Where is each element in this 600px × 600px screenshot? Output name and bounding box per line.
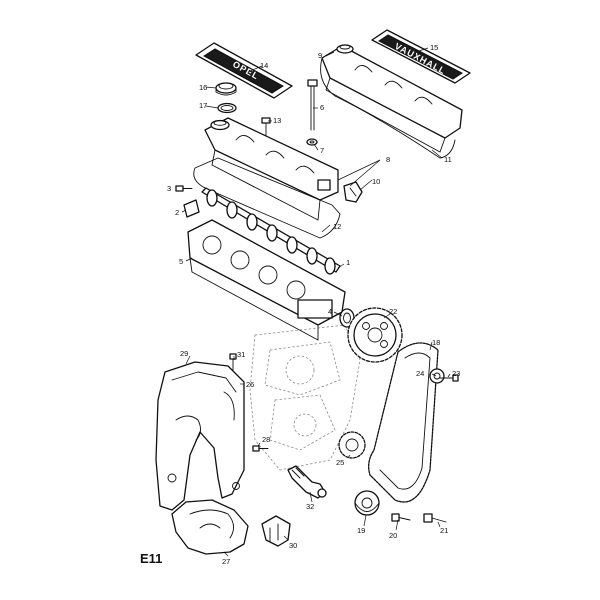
callout-22: 22	[389, 307, 397, 316]
bolt-31	[229, 353, 237, 371]
lower-timing-cover	[171, 499, 249, 555]
rear-camshaft-cover	[320, 44, 463, 159]
engine-block-ghost	[249, 324, 361, 471]
callout-20: 20	[389, 531, 397, 540]
callout-29: 29	[180, 349, 188, 358]
callout-13: 13	[273, 116, 281, 125]
callout-1: 1	[346, 258, 350, 267]
water-pump-32	[287, 465, 327, 499]
camshaft-cover	[204, 117, 339, 221]
callout-5: 5	[179, 257, 183, 266]
bolt-3	[175, 185, 193, 192]
callout-17: 17	[199, 101, 207, 110]
callout-24: 24	[416, 369, 424, 378]
timing-belt	[368, 342, 439, 503]
callout-27: 27	[222, 557, 230, 566]
callout-14: 14	[260, 61, 268, 70]
callout-21: 21	[440, 526, 448, 535]
leader-lines	[181, 47, 451, 557]
rear-timing-cover	[155, 361, 245, 511]
bolt-21	[423, 513, 447, 523]
callouts: 14 15 16 17 9 6 7 13 8 10 11 12 3 2 5 1 …	[167, 43, 460, 566]
callout-25: 25	[336, 458, 344, 467]
washer-7	[306, 138, 318, 146]
figure-code: E11	[140, 551, 162, 566]
callout-32: 32	[306, 502, 314, 511]
callout-2: 2	[175, 208, 179, 217]
callout-31: 31	[237, 350, 245, 359]
idler-pulley	[354, 490, 380, 516]
callout-8: 8	[386, 155, 390, 164]
cylinder-head	[187, 219, 346, 341]
callout-4: 4	[328, 307, 332, 316]
bolt-20	[391, 513, 411, 522]
clip-30	[261, 515, 291, 547]
callout-9: 9	[318, 51, 322, 60]
cover-gasket	[193, 157, 341, 239]
callout-30: 30	[289, 541, 297, 550]
callout-12: 12	[333, 222, 341, 231]
camshaft-gear	[347, 307, 403, 363]
callout-11: 11	[444, 155, 452, 164]
camshaft	[201, 187, 341, 275]
callout-7: 7	[320, 146, 324, 155]
oil-filler-cap	[215, 82, 237, 96]
filler-cap-seal	[217, 102, 237, 114]
opel-nameplate: OPEL	[195, 42, 293, 99]
callout-3: 3	[167, 184, 171, 193]
plate-2	[183, 199, 200, 218]
callout-6: 6	[320, 103, 324, 112]
sensor-10	[343, 181, 363, 203]
callout-15: 15	[430, 43, 438, 52]
bolt-28	[252, 445, 269, 452]
tensioner-roller	[429, 368, 445, 384]
bolt-23	[439, 374, 459, 382]
callout-28: 28	[262, 435, 270, 444]
callout-23: 23	[452, 369, 460, 378]
callout-26: 26	[246, 380, 254, 389]
callout-16: 16	[199, 83, 207, 92]
callout-18: 18	[432, 338, 440, 347]
long-bolt	[307, 79, 318, 131]
crankshaft-gear	[338, 431, 366, 459]
callout-10: 10	[372, 177, 380, 186]
callout-19: 19	[357, 526, 365, 535]
